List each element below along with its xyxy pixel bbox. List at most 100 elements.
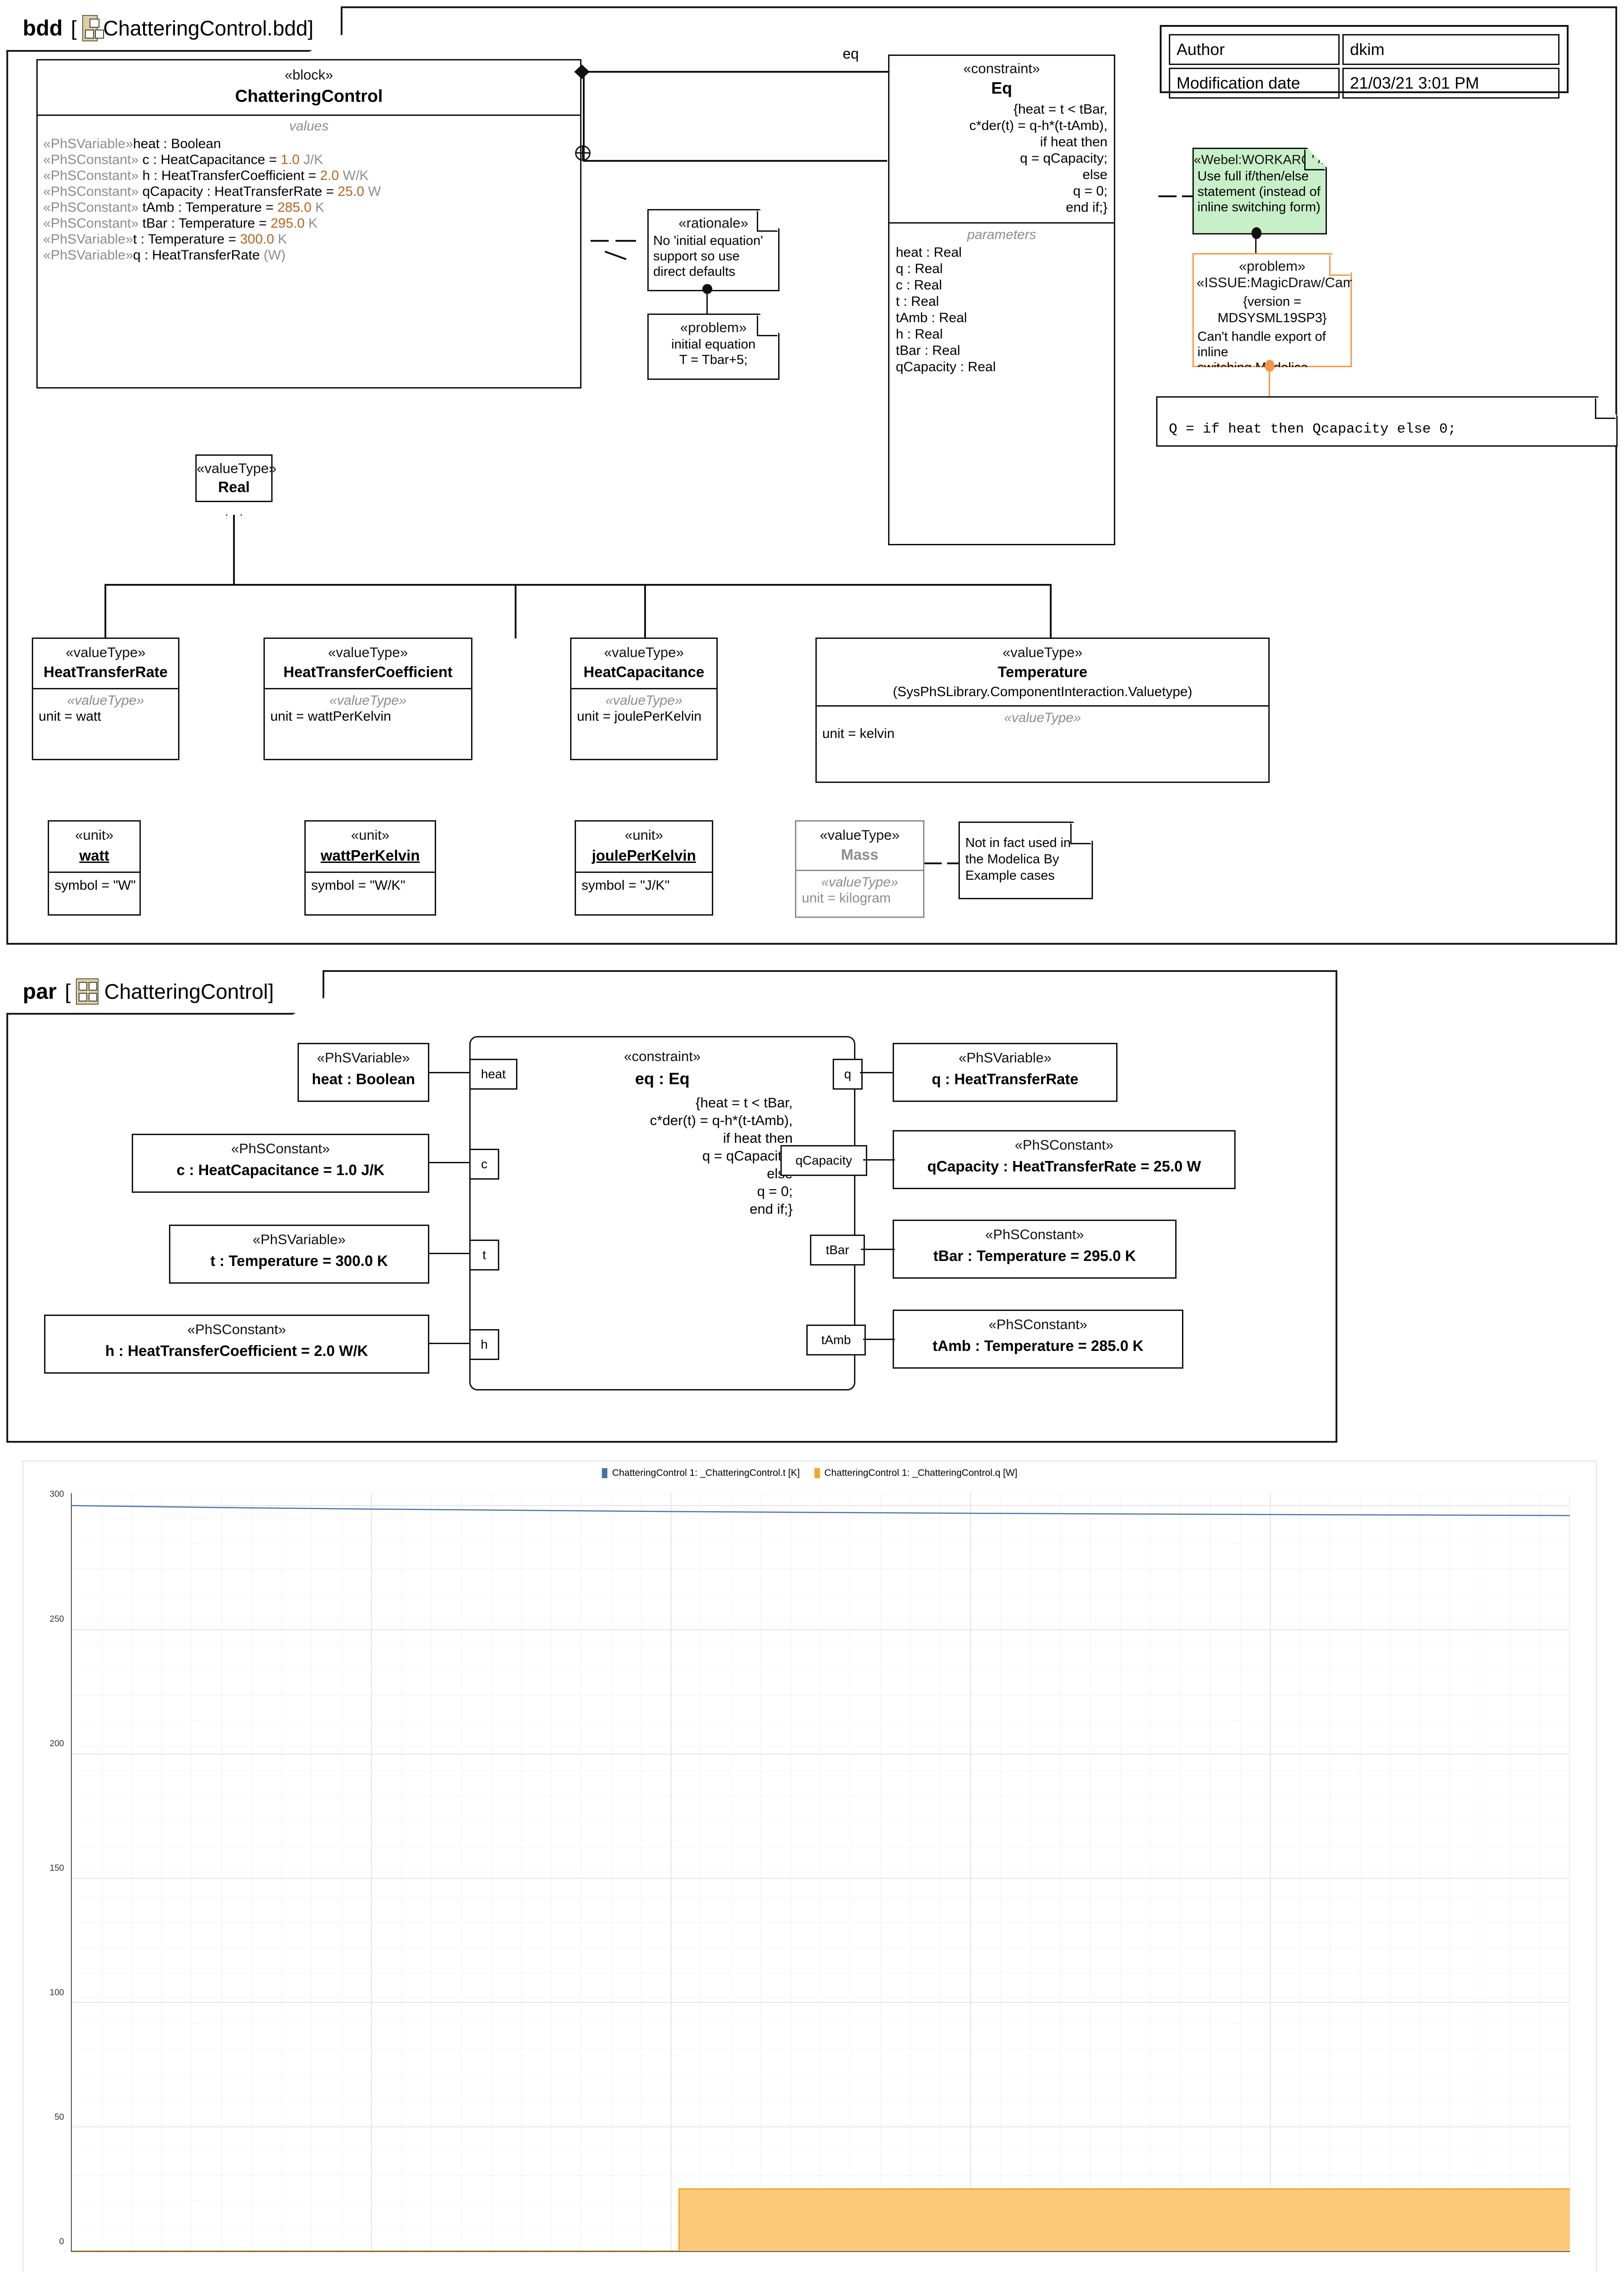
table-row: Modification date 21/03/21 3:01 PM bbox=[1169, 68, 1559, 99]
port-t[interactable]: t bbox=[469, 1240, 499, 1271]
unit-symbol: symbol = "W/K" bbox=[311, 878, 406, 893]
mass-note-line: Not in fact used in bbox=[965, 836, 1071, 850]
vt-sub-stereotype: «valueType» bbox=[1004, 710, 1081, 725]
constraint-eq-box[interactable]: «constraint» Eq {heat = t < tBar, c*der(… bbox=[888, 55, 1115, 545]
chart-1[interactable]: ChatteringControl 1: _ChatteringControl.… bbox=[23, 1461, 1597, 2272]
param-row: t : Real bbox=[896, 294, 939, 309]
param-row: q : Real bbox=[896, 261, 943, 276]
constraint-expression: {heat = t < tBar, c*der(t) = q-h*(t-tAmb… bbox=[896, 101, 1107, 216]
port-h[interactable]: h bbox=[469, 1329, 499, 1360]
par-prop-qcapacity[interactable]: «PhSConstant» qCapacity : HeatTransferRa… bbox=[893, 1130, 1236, 1189]
port-qcapacity[interactable]: qCapacity bbox=[780, 1145, 867, 1176]
expr-line: c*der(t) = q-h*(t-tAmb), bbox=[650, 1112, 793, 1128]
assoc-line-v bbox=[583, 71, 585, 162]
par-title: ChatteringControl bbox=[104, 980, 268, 1003]
expr-line: if heat then bbox=[1040, 135, 1107, 149]
rationale-dash-2 bbox=[616, 240, 636, 242]
par-prop-tamb[interactable]: «PhSConstant» tAmb : Temperature = 285.0… bbox=[893, 1310, 1183, 1369]
workaround-dash-left2 bbox=[1182, 195, 1194, 197]
workaround-line: statement (instead of bbox=[1197, 184, 1321, 199]
constraint-name: Eq bbox=[991, 79, 1012, 97]
y-tick-label: 50 bbox=[54, 2113, 64, 2122]
port-tbar[interactable]: tBar bbox=[810, 1235, 865, 1266]
prop-name: tAmb : Temperature = 285.0 K bbox=[932, 1337, 1144, 1354]
workaround-issue-connector bbox=[1255, 234, 1256, 254]
valuetype-temperature[interactable]: «valueType» Temperature (SysPhSLibrary.C… bbox=[815, 638, 1270, 783]
unit-jouleperkelvin[interactable]: «unit» joulePerKelvin symbol = "J/K" bbox=[575, 820, 713, 916]
code-note[interactable]: Q = if heat then Qcapacity else 0; bbox=[1156, 396, 1618, 447]
valuetype-heatcapacitance[interactable]: «valueType» HeatCapacitance «valueType» … bbox=[570, 638, 718, 760]
par-constraint-name: eq : Eq bbox=[635, 1069, 690, 1088]
par-prop-tbar[interactable]: «PhSConstant» tBar : Temperature = 295.0… bbox=[893, 1220, 1177, 1279]
issue-anchor-dot bbox=[1265, 360, 1275, 372]
valuetype-heattransferrate[interactable]: «valueType» HeatTransferRate «valueType»… bbox=[32, 638, 179, 760]
expr-line: else bbox=[1082, 167, 1107, 182]
vt-sub-stereotype: «valueType» bbox=[329, 693, 407, 708]
legend-swatch-q bbox=[814, 1468, 820, 1478]
vt-header: «valueType» HeatTransferRate bbox=[33, 639, 178, 689]
valuetype-heattransfercoefficient[interactable]: «valueType» HeatTransferCoefficient «val… bbox=[263, 638, 472, 760]
constraint-header: «constraint» Eq {heat = t < tBar, c*der(… bbox=[889, 56, 1114, 224]
vt-stereotype: «valueType» bbox=[604, 644, 684, 660]
vt-sub-stereotype: «valueType» bbox=[605, 693, 683, 708]
port-c[interactable]: c bbox=[469, 1149, 499, 1180]
par-keyword: par bbox=[23, 979, 57, 1004]
author-value: dkim bbox=[1342, 34, 1559, 65]
problem-note[interactable]: «problem» initial equation T = Tbar+5; bbox=[647, 314, 780, 380]
prop-stereotype: «PhSConstant» bbox=[231, 1141, 330, 1156]
par-diagram-icon bbox=[76, 978, 99, 1005]
issue-note[interactable]: «problem» «ISSUE:MagicDraw/Cameo» {versi… bbox=[1192, 253, 1352, 367]
unit-name: watt bbox=[79, 847, 109, 864]
unit-header: «unit» wattPerKelvin bbox=[306, 822, 435, 873]
issue-code-connector bbox=[1269, 367, 1270, 398]
par-prop-h[interactable]: «PhSConstant» h : HeatTransferCoefficien… bbox=[44, 1315, 429, 1374]
par-prop-q[interactable]: «PhSVariable» q : HeatTransferRate bbox=[893, 1043, 1117, 1102]
mass-note-line: Example cases bbox=[965, 868, 1055, 883]
gen-drop-2 bbox=[515, 584, 517, 638]
port-q[interactable]: q bbox=[833, 1059, 863, 1090]
prop-stereotype: «PhSConstant» bbox=[187, 1321, 286, 1337]
unit-watt[interactable]: «unit» watt symbol = "W" bbox=[48, 820, 141, 916]
param-row: heat : Real bbox=[896, 245, 962, 260]
code-note-text: Q = if heat then Qcapacity else 0; bbox=[1169, 421, 1456, 437]
par-prop-c[interactable]: «PhSConstant» c : HeatCapacitance = 1.0 … bbox=[132, 1134, 429, 1193]
rationale-dash-1 bbox=[591, 240, 609, 242]
mass-unit: unit = kilogram bbox=[802, 891, 891, 906]
moddate-value: 21/03/21 3:01 PM bbox=[1342, 68, 1559, 99]
vt-unit: unit = watt bbox=[39, 709, 101, 724]
expr-line: end if;} bbox=[750, 1201, 793, 1217]
port-heat[interactable]: heat bbox=[469, 1059, 517, 1090]
y-tick-label: 200 bbox=[50, 1739, 64, 1749]
value-row: «PhSVariable»q : HeatTransferRate (W) bbox=[43, 248, 286, 263]
param-row: c : Real bbox=[896, 278, 942, 293]
real-name: Real bbox=[218, 478, 250, 495]
vt-header: «valueType» HeatTransferCoefficient bbox=[265, 639, 471, 689]
par-prop-heat[interactable]: «PhSVariable» heat : Boolean bbox=[298, 1043, 429, 1102]
mass-note-line: the Modelica By bbox=[965, 852, 1059, 867]
constraint-parameters-compartment: parameters heat : Real q : Real c : Real… bbox=[889, 224, 1114, 379]
vt-stereotype: «valueType» bbox=[328, 644, 408, 660]
par-constraint-eq[interactable]: «constraint» eq : Eq {heat = t < tBar, c… bbox=[469, 1036, 855, 1390]
bracket-close: ] bbox=[308, 16, 313, 40]
par-prop-t[interactable]: «PhSVariable» t : Temperature = 300.0 K bbox=[169, 1225, 429, 1284]
y-tick-label: 300 bbox=[50, 1490, 64, 1499]
workaround-note[interactable]: «Webel:WORKAROUND» Use full if/then/else… bbox=[1192, 148, 1327, 234]
bracket-open: [ bbox=[65, 980, 71, 1003]
port-tamb[interactable]: tAmb bbox=[806, 1325, 866, 1355]
rationale-line: direct defaults bbox=[653, 264, 735, 279]
mass-usage-note[interactable]: Not in fact used in the Modelica By Exam… bbox=[959, 822, 1093, 899]
valuetype-real[interactable]: «valueType» Real bbox=[195, 454, 277, 502]
values-label: values bbox=[289, 119, 329, 134]
valuetype-mass[interactable]: «valueType» Mass «valueType» unit = kilo… bbox=[795, 820, 924, 918]
expr-line: c*der(t) = q-h*(t-tAmb), bbox=[969, 118, 1107, 133]
unit-wattperkelvin[interactable]: «unit» wattPerKelvin symbol = "W/K" bbox=[304, 820, 436, 916]
legend-swatch-t bbox=[602, 1468, 608, 1478]
param-row: tBar : Real bbox=[896, 343, 960, 358]
legend-label-q: ChatteringControl 1: _ChatteringControl.… bbox=[824, 1468, 1018, 1478]
rationale-note[interactable]: «rationale» No 'initial equation' suppor… bbox=[647, 209, 780, 291]
unit-header: «unit» watt bbox=[49, 822, 139, 873]
unit-symbol: symbol = "W" bbox=[55, 878, 136, 893]
mass-header: «valueType» Mass bbox=[796, 822, 923, 871]
block-chatteringcontrol[interactable]: «block» ChatteringControl values «PhSVar… bbox=[36, 59, 581, 389]
